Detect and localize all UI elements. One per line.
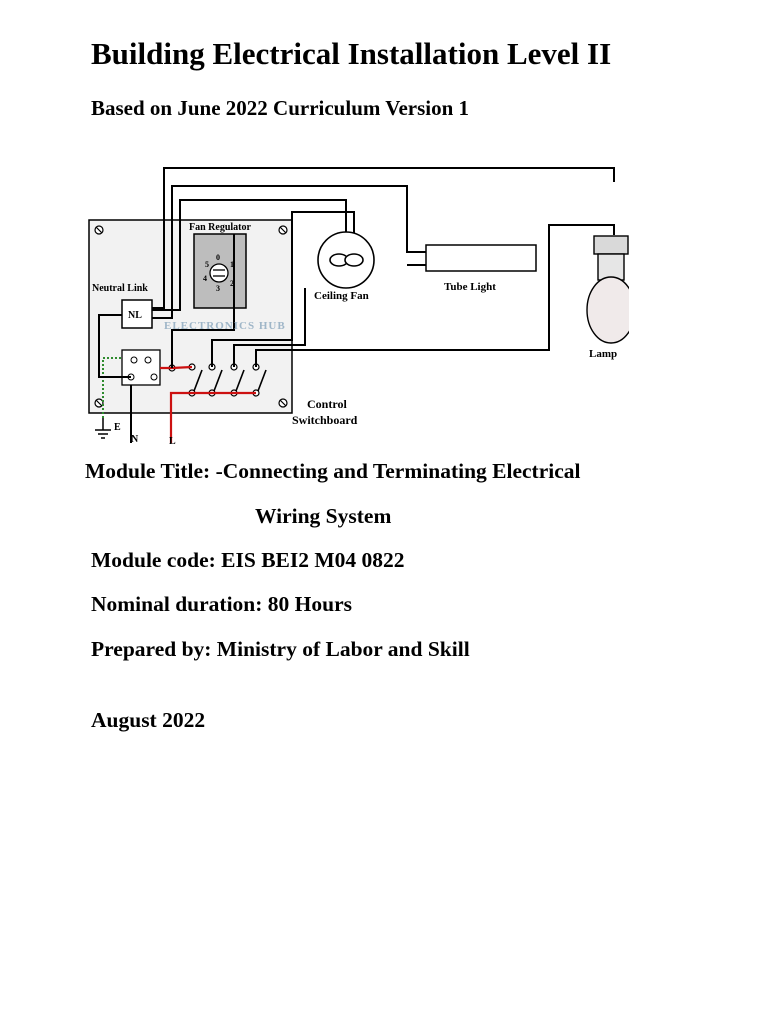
lamp	[586, 235, 629, 344]
tube-light	[425, 244, 537, 272]
regulator-knob	[209, 263, 229, 283]
switchboard-label: Switchboard	[292, 413, 358, 427]
document-title: Building Electrical Installation Level I…	[91, 36, 612, 71]
regulator-number-4: 4	[203, 274, 207, 283]
document-subtitle: Based on June 2022 Curriculum Version 1	[91, 96, 470, 120]
neutral-wires	[98, 167, 615, 443]
regulator-number-1: 1	[230, 260, 234, 269]
module-title-line2: Wiring System	[255, 504, 392, 528]
earth-wire	[102, 357, 122, 418]
earth-symbol	[95, 418, 111, 439]
regulator-number-5: 5	[205, 260, 209, 269]
neutral-link-label: Neutral Link	[92, 283, 148, 294]
live-label: L	[169, 436, 176, 447]
wiring-diagram: Fan Regulator 0 1 2 3 4 5 Neutral Link N…	[88, 167, 629, 447]
switchboard-panel	[88, 219, 293, 414]
regulator-number-3: 3	[216, 284, 220, 293]
document-date: August 2022	[91, 708, 206, 732]
ceiling-fan-label: Ceiling Fan	[314, 290, 369, 302]
panel-screws	[94, 225, 288, 408]
control-label: Control	[307, 397, 347, 411]
fan-regulator-label: Fan Regulator	[189, 222, 252, 233]
prepared-by: Prepared by: Ministry of Labor and Skill	[91, 637, 470, 661]
module-code: Module code: EIS BEI2 M04 0822	[91, 548, 405, 572]
module-title-line1: Module Title: -Connecting and Terminatin…	[85, 459, 581, 483]
tube-light-label: Tube Light	[444, 281, 496, 293]
ceiling-fan	[317, 231, 375, 289]
watermark: ELECTRONICS HUB	[164, 320, 286, 332]
neutral-label: N	[131, 434, 139, 445]
nominal-duration: Nominal duration: 80 Hours	[91, 592, 353, 616]
regulator-number-2: 2	[230, 279, 234, 288]
regulator-number-0: 0	[216, 253, 220, 262]
lamp-label: Lamp	[589, 348, 617, 360]
nl-label: NL	[128, 310, 142, 321]
earth-label: E	[114, 422, 121, 433]
switch-levers	[193, 369, 267, 392]
